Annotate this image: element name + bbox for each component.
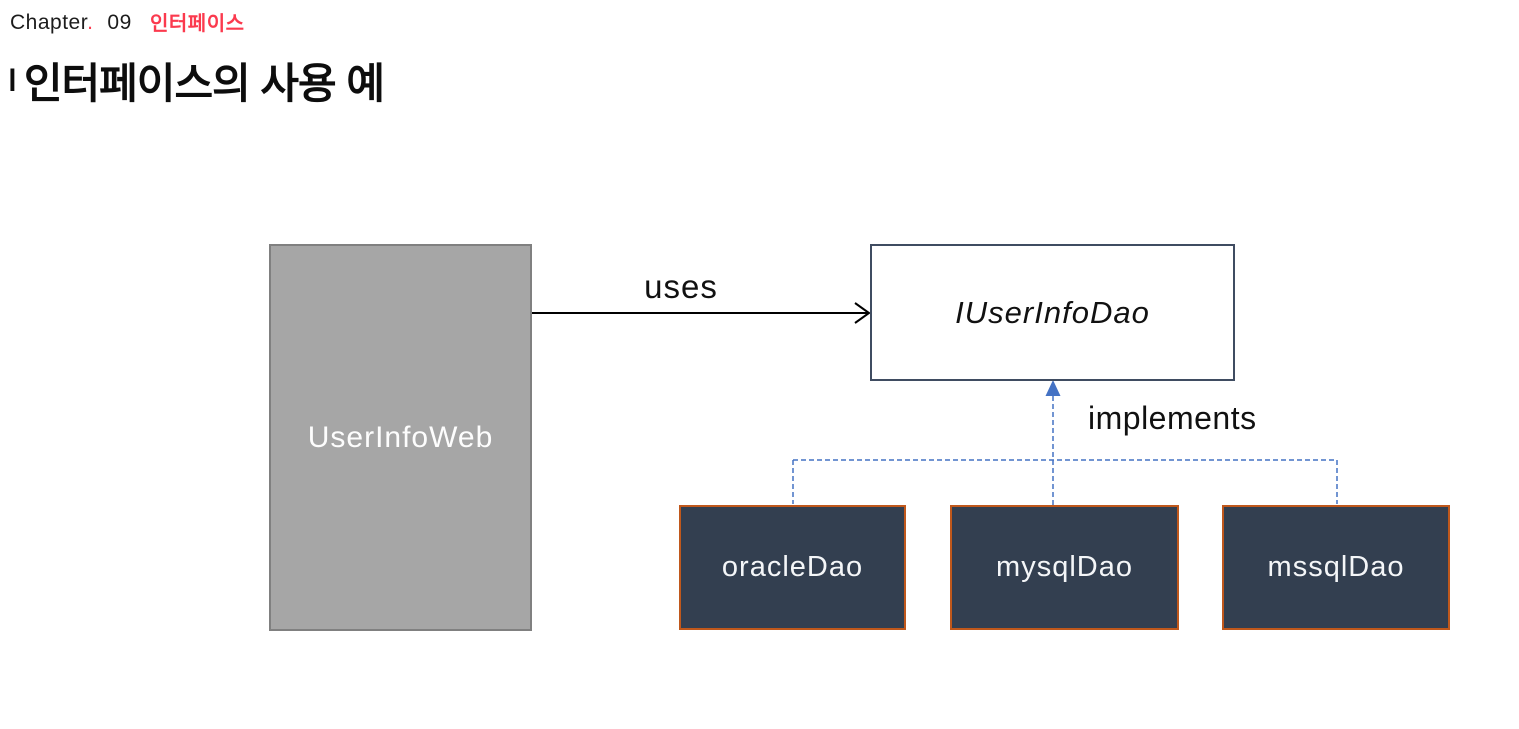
uses-arrowhead-icon <box>854 302 871 324</box>
title-prefix-bar: I <box>8 62 17 98</box>
chapter-number: 09 <box>107 11 132 34</box>
interface-box-iuserinfodao: IUserInfoDao <box>870 244 1235 381</box>
page-title: I 인터페이스의 사용 예 <box>8 50 385 111</box>
chapter-topic: 인터페이스 <box>150 13 245 35</box>
impl-box-label: mysqlDao <box>996 551 1133 583</box>
impl-box-mysqldao: mysqlDao <box>950 505 1179 630</box>
impl-box-label: oracleDao <box>721 551 864 583</box>
impl-box-oracledao: oracleDao <box>679 505 906 630</box>
uses-relation-label: uses <box>644 268 718 305</box>
class-box-userinfoweb: UserInfoWeb <box>269 244 532 631</box>
impl-box-label: mssqlDao <box>1267 551 1405 583</box>
page-title-text: 인터페이스의 사용 예 <box>23 60 385 107</box>
impl-box-mssqldao: mssqlDao <box>1222 505 1450 630</box>
implements-arrowhead-icon <box>1045 380 1061 396</box>
implements-relation-label: implements <box>1088 400 1257 436</box>
chapter-dot: . <box>87 11 94 34</box>
chapter-word: Chapter <box>10 11 88 34</box>
class-box-label: UserInfoWeb <box>307 420 494 454</box>
chapter-label: Chapter. 09 <box>10 11 132 35</box>
interface-box-label: IUserInfoDao <box>955 294 1150 330</box>
